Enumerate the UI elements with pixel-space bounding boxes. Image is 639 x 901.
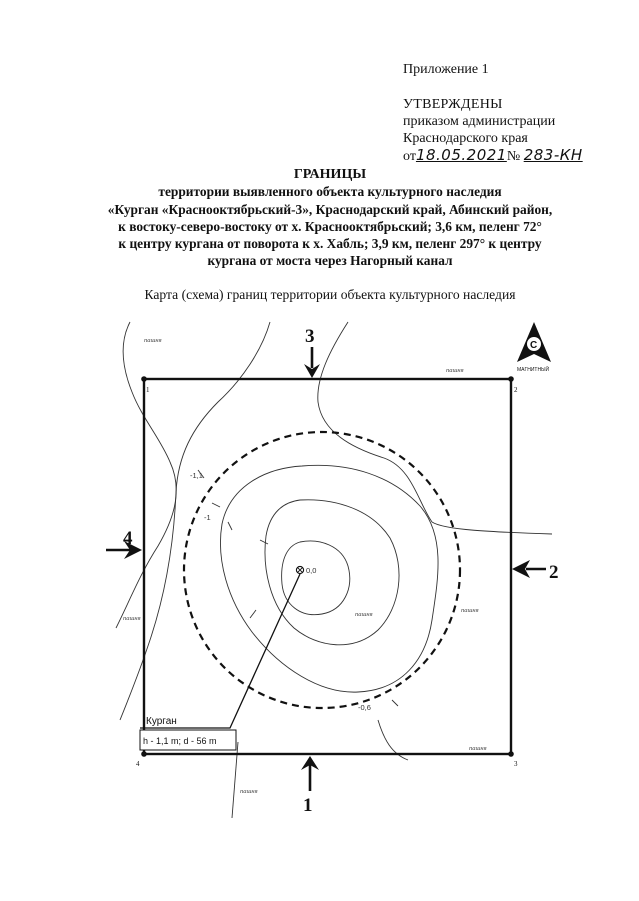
direction-number-1: 1 — [303, 795, 313, 816]
corner-points — [141, 376, 514, 757]
approved-line-1: приказом администрации — [403, 114, 556, 129]
direction-arrow-1 — [301, 756, 319, 791]
contour-northeast — [317, 321, 553, 535]
contour-outer — [220, 464, 439, 693]
order-prefix: от — [403, 149, 416, 164]
compass-label: МАГНИТНЫЙ — [517, 365, 550, 373]
contour-far-left — [115, 321, 177, 629]
approved-title: УТВЕРЖДЕНЫ — [403, 97, 503, 112]
title-main: ГРАНИЦЫ — [293, 167, 367, 182]
terrain-label-7: пашня — [240, 788, 258, 795]
order-date-handwritten: 18.05.2021 — [415, 146, 507, 164]
title-line-2: «Курган «Краснооктябрьский-3», Краснодар… — [107, 201, 553, 217]
terrain-label-1: пашня — [144, 337, 162, 344]
contour-southeast — [377, 719, 409, 761]
corner-point-3 — [508, 751, 514, 757]
elevation-label-3: -0,6 — [358, 703, 371, 712]
north-compass-icon — [517, 322, 551, 362]
terrain-label-6: пашня — [469, 745, 487, 752]
legend-title: Курган — [146, 716, 177, 727]
direction-number-4: 4 — [123, 528, 133, 549]
terrain-label-2: пашня — [446, 367, 464, 374]
corner-point-1 — [141, 376, 147, 382]
contour-ticks — [197, 469, 399, 707]
corner-label-3: 3 — [514, 760, 518, 768]
map-subtitle: Карта (схема) границ территории объекта … — [144, 287, 516, 302]
corner-label-2: 2 — [514, 386, 518, 394]
terrain-label-5: пашня — [461, 607, 479, 614]
appendix-label: Приложение 1 — [403, 62, 489, 77]
order-line: от18.05.2021№ 283-КН — [403, 147, 583, 165]
corner-label-1: 1 — [146, 386, 150, 394]
order-number-sign: № — [506, 149, 521, 164]
protection-zone-circle — [182, 430, 462, 710]
contour-south — [231, 741, 239, 819]
legend-params: h - 1,1 m; d - 56 m — [143, 736, 217, 746]
corner-point-4 — [141, 751, 147, 757]
direction-arrow-3 — [304, 347, 320, 378]
kurgan-center-marker — [295, 565, 305, 575]
direction-number-2: 2 — [549, 562, 559, 583]
title-line-4: к центру кургана от поворота к х. Хабль;… — [118, 236, 542, 252]
approval-block: УТВЕРЖДЕНЫ приказом администрации Красно… — [403, 96, 583, 165]
legend-leader-line — [140, 573, 301, 729]
terrain-label-4: пашня — [355, 611, 373, 618]
elevation-label-2: -1 — [204, 513, 211, 522]
title-line-1: территории выявленного объекта культурно… — [158, 184, 502, 200]
boundary-square — [142, 377, 513, 756]
contour-west — [119, 321, 271, 721]
compass-letter: С — [530, 340, 537, 351]
contour-lines — [115, 321, 553, 819]
corner-label-4: 4 — [136, 760, 140, 768]
document-title: ГРАНИЦЫ территории выявленного объекта к… — [40, 166, 620, 270]
corner-point-2 — [508, 376, 514, 382]
direction-number-3: 3 — [305, 326, 315, 347]
contour-inner — [281, 540, 351, 616]
order-number-handwritten: 283-КН — [523, 146, 583, 164]
terrain-label-3: пашня — [123, 615, 141, 622]
elevation-label-1: -1,1 — [190, 471, 203, 480]
title-line-3: к востоку-северо-востоку от х. Красноокт… — [118, 218, 542, 234]
approved-line-2: Краснодарского края — [403, 131, 528, 146]
direction-arrow-4 — [106, 541, 142, 559]
title-line-5: кургана от моста через Нагорный канал — [207, 253, 453, 269]
elevation-center: 0,0 — [306, 566, 316, 575]
legend-box — [139, 729, 237, 751]
contour-middle — [264, 499, 400, 646]
direction-arrow-2 — [512, 560, 546, 578]
